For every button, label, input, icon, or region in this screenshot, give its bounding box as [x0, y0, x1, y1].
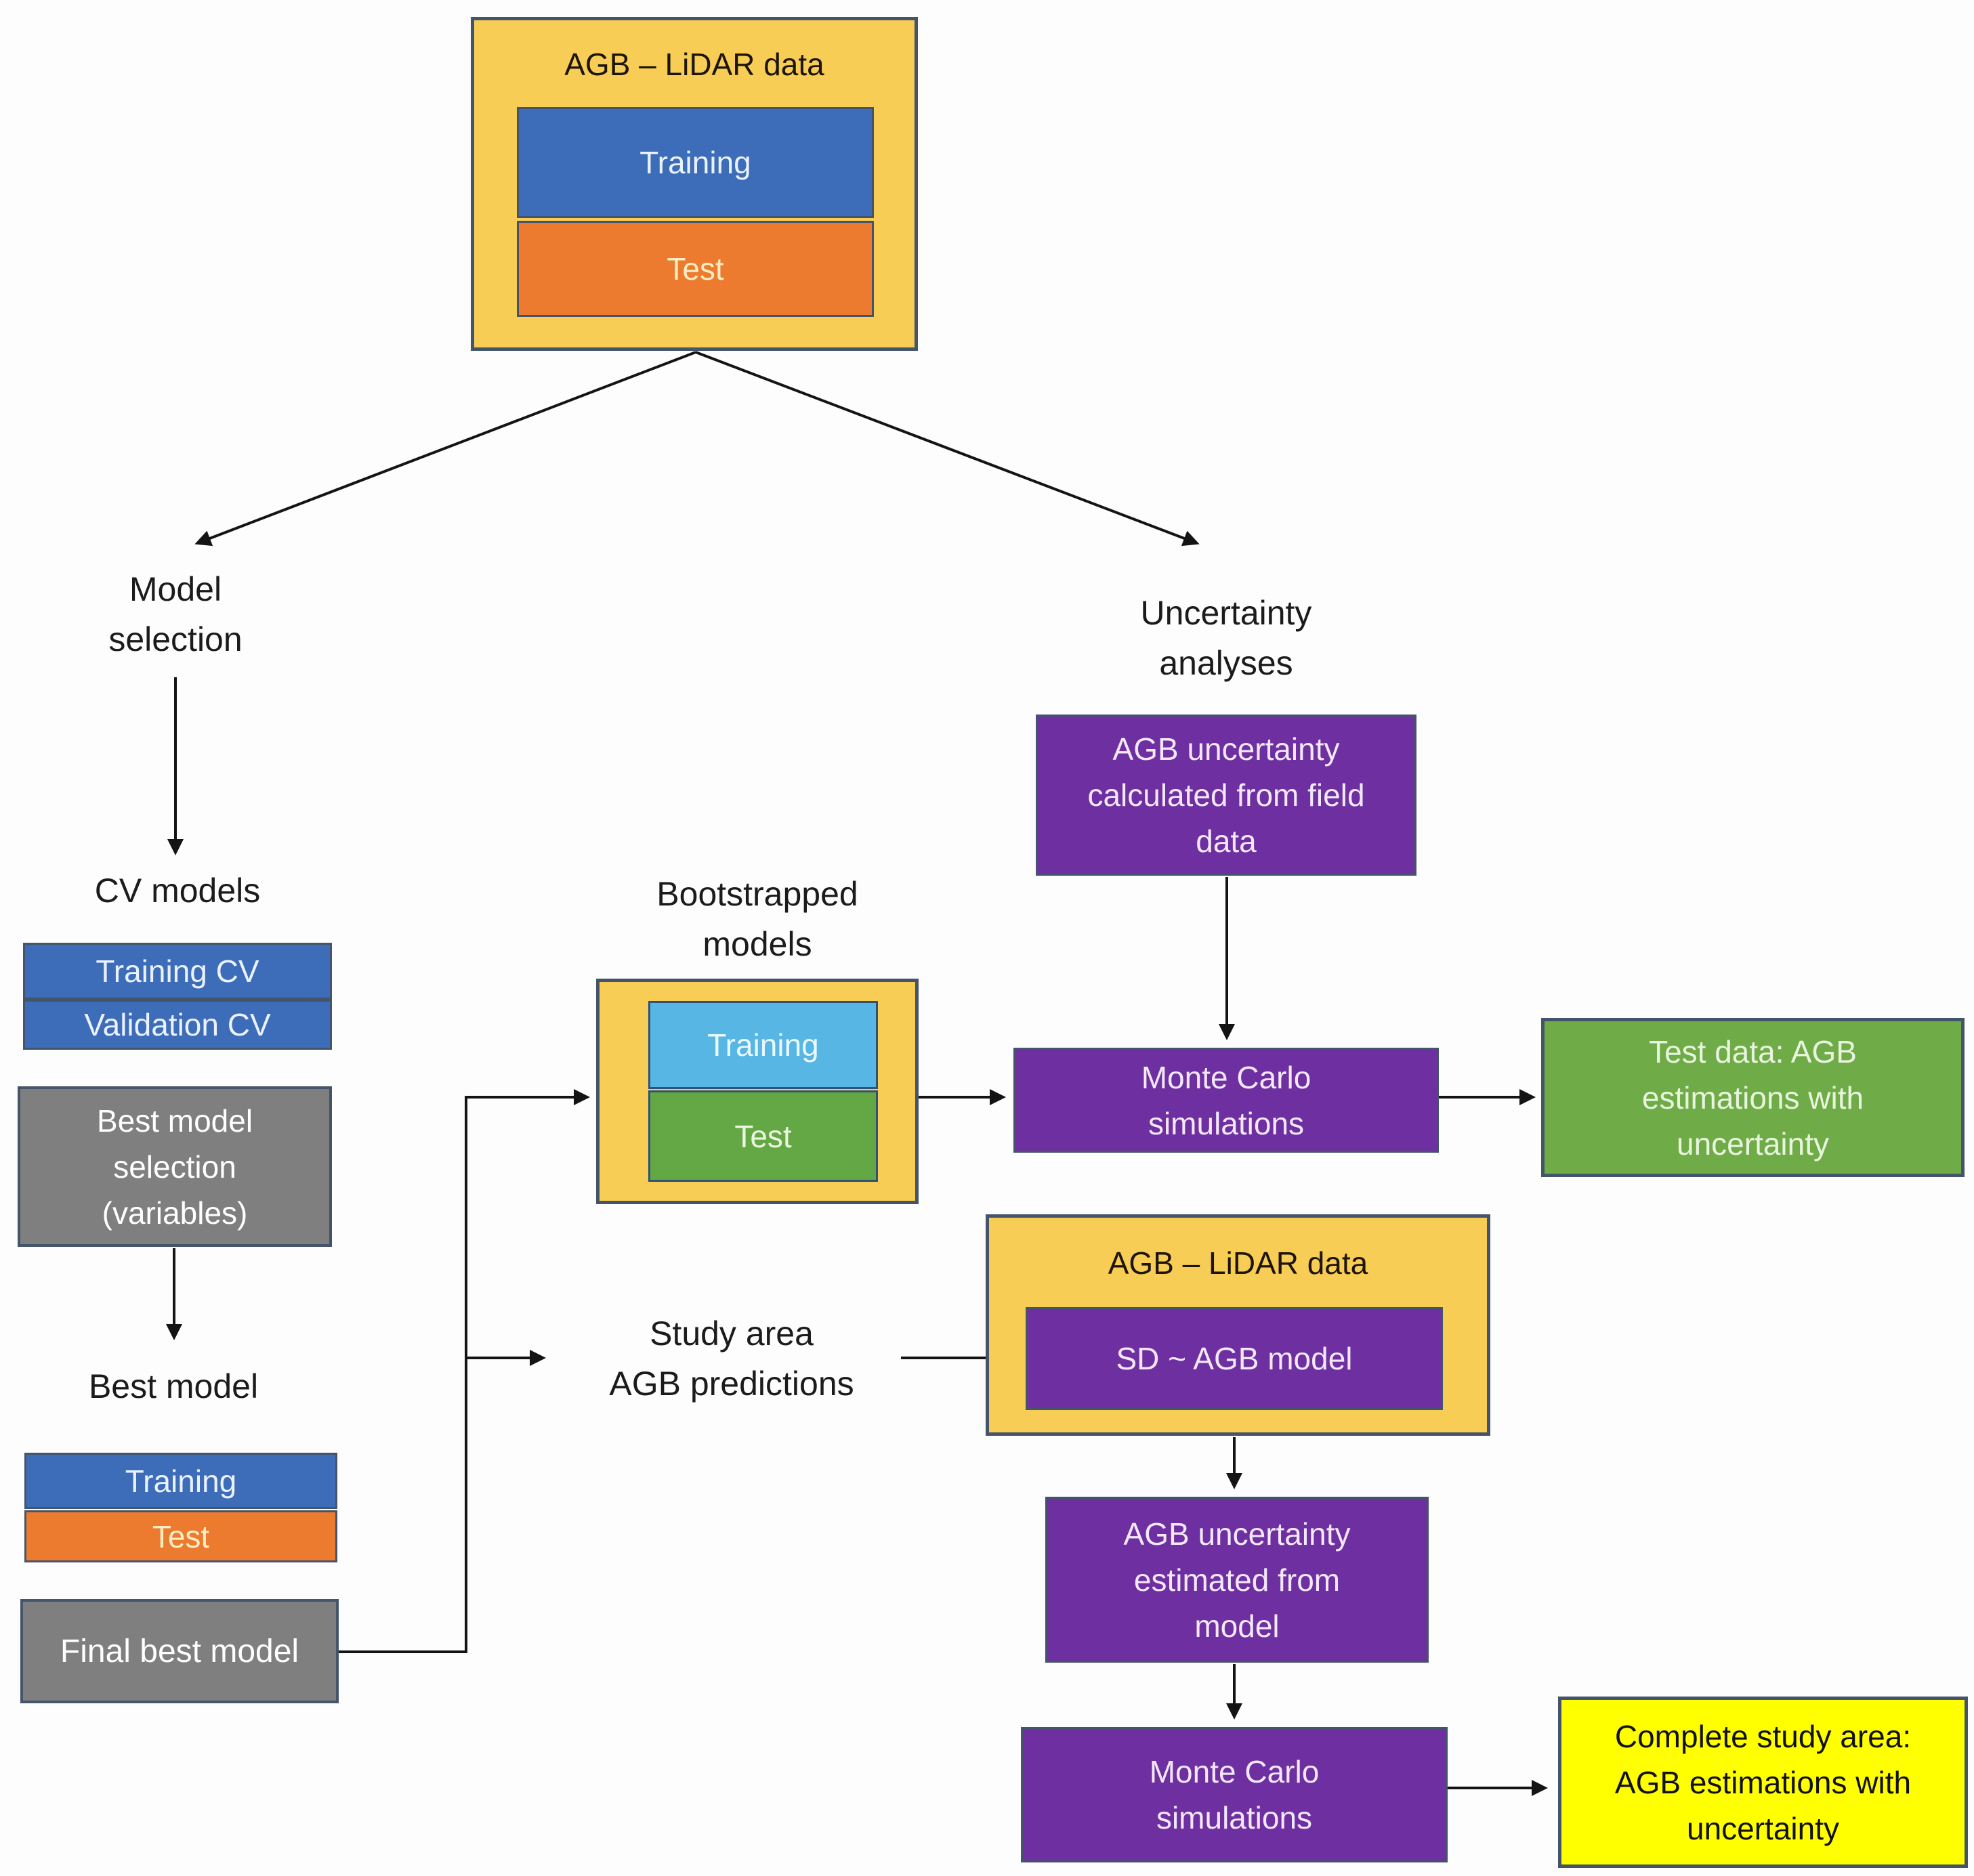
agb-uncertainty-field-box: AGB uncertainty calculated from field da…: [1036, 715, 1416, 876]
top-training-box: Training: [517, 107, 874, 218]
validation-cv-box: Validation CV: [23, 1000, 332, 1050]
uncertainty-analyses-label: Uncertainty analyses: [1140, 594, 1312, 682]
bestmodel-test-box: Test: [24, 1510, 337, 1562]
bootstrapped-models-label: Bootstrapped models: [656, 875, 858, 963]
connector-finalbestmodel-to-bootstrapped: [339, 1089, 590, 1653]
study-area-predictions-label: Study area AGB predictions: [609, 1315, 854, 1403]
arrow-top-to-model-selection: [194, 351, 696, 547]
sd-agb-model-box: SD ~ AGB model: [1026, 1307, 1443, 1410]
bestmodel-training-box: Training: [24, 1453, 337, 1509]
model-selection-label: Model selection: [108, 570, 243, 658]
bootstrapped-test-box: Test: [648, 1090, 878, 1182]
complete-study-area-box: Complete study area: AGB estimations wit…: [1558, 1697, 1968, 1868]
monte-carlo-2-box: Monte Carlo simulations: [1021, 1727, 1448, 1862]
final-best-model-box: Final best model: [20, 1599, 339, 1703]
cv-models-label: CV models: [94, 872, 261, 910]
best-model-label: Best model: [88, 1367, 259, 1405]
test-data-estimations-box: Test data: AGB estimations with uncertai…: [1541, 1018, 1965, 1177]
best-model-selection-box: Best model selection (variables): [18, 1086, 332, 1247]
agb-lidar-data-2-title: AGB – LiDAR data: [1108, 1245, 1368, 1281]
bootstrapped-training-box: Training: [648, 1001, 878, 1089]
training-cv-box: Training CV: [23, 943, 332, 1000]
top-test-box: Test: [517, 221, 874, 317]
agb-uncertainty-model-box: AGB uncertainty estimated from model: [1045, 1497, 1429, 1663]
arrow-top-to-uncertainty: [695, 351, 1200, 547]
monte-carlo-1-box: Monte Carlo simulations: [1013, 1048, 1439, 1153]
agb-lidar-data-title: AGB – LiDAR data: [564, 47, 824, 82]
